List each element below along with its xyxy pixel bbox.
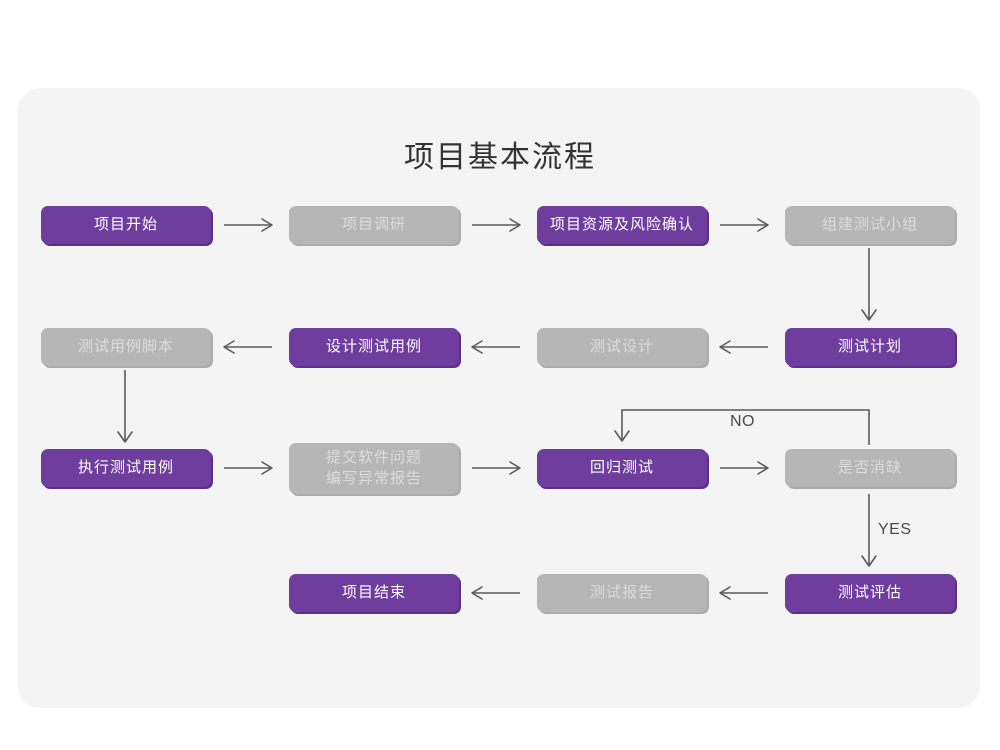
edge-label-yes: YES bbox=[878, 521, 912, 538]
node-design-test-case[interactable]: 设计测试用例 bbox=[289, 328, 459, 366]
node-project-research[interactable]: 项目调研 bbox=[289, 206, 459, 244]
node-test-case-script[interactable]: 测试用例脚本 bbox=[41, 328, 211, 366]
node-execute-test-case[interactable]: 执行测试用例 bbox=[41, 449, 211, 487]
node-project-start[interactable]: 项目开始 bbox=[41, 206, 211, 244]
edge-label-no: NO bbox=[730, 413, 755, 430]
node-submit-issue-report[interactable]: 提交软件问题 编写异常报告 bbox=[289, 443, 459, 494]
node-project-end[interactable]: 项目结束 bbox=[289, 574, 459, 612]
diagram-card bbox=[18, 88, 980, 708]
node-test-report[interactable]: 测试报告 bbox=[537, 574, 707, 612]
node-resource-risk-confirm[interactable]: 项目资源及风险确认 bbox=[537, 206, 707, 244]
node-defect-cleared-decision[interactable]: 是否消缺 bbox=[785, 449, 955, 487]
page-title: 项目基本流程 bbox=[404, 141, 596, 174]
node-regression-test[interactable]: 回归测试 bbox=[537, 449, 707, 487]
node-test-design[interactable]: 测试设计 bbox=[537, 328, 707, 366]
node-build-test-team[interactable]: 组建测试小组 bbox=[785, 206, 955, 244]
node-test-evaluation[interactable]: 测试评估 bbox=[785, 574, 955, 612]
node-test-plan[interactable]: 测试计划 bbox=[785, 328, 955, 366]
